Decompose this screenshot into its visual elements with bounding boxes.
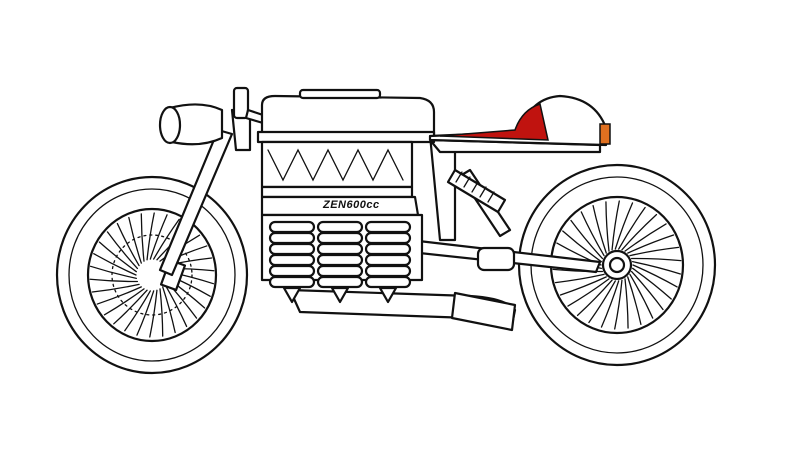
wheel-spoke bbox=[93, 253, 137, 276]
cylinder-fin bbox=[364, 253, 412, 267]
cylinder-fin bbox=[364, 231, 412, 245]
seat bbox=[428, 94, 611, 147]
wheel-spoke bbox=[630, 257, 682, 262]
wheel-spoke bbox=[630, 270, 664, 311]
wheel-spoke bbox=[554, 273, 605, 284]
wheel-spoke bbox=[89, 278, 139, 283]
wheel-spoke bbox=[103, 288, 145, 316]
wheel-spoke bbox=[140, 213, 145, 262]
cylinder-fin bbox=[316, 231, 364, 245]
front-wheel bbox=[55, 175, 249, 375]
wheel-spoke bbox=[627, 276, 642, 326]
wheel-spoke bbox=[559, 276, 607, 296]
wheel-spoke bbox=[159, 288, 164, 337]
wheel-spoke bbox=[116, 222, 140, 267]
wheel-spoke bbox=[98, 241, 137, 273]
cylinder-fin bbox=[268, 231, 316, 245]
rear-shock bbox=[446, 168, 507, 214]
wheel-spoke bbox=[611, 200, 620, 251]
wheel-spoke bbox=[627, 234, 675, 254]
wheel-spoke bbox=[592, 204, 607, 254]
wheel-spoke bbox=[618, 206, 646, 250]
wheel-spoke bbox=[624, 278, 629, 329]
cylinder-fin bbox=[316, 220, 364, 234]
cylinder-fin bbox=[316, 253, 364, 267]
wheel-spoke bbox=[91, 283, 140, 293]
cylinder-fin bbox=[268, 253, 316, 267]
wheel-spoke bbox=[567, 278, 610, 307]
wheel-spoke bbox=[624, 223, 667, 252]
exhaust-pipe bbox=[288, 288, 517, 332]
wheel-spoke bbox=[96, 286, 142, 305]
wheel-spoke bbox=[614, 202, 634, 250]
cylinder-fin bbox=[316, 275, 364, 289]
cylinder-fin bbox=[268, 242, 316, 256]
fuel-tank bbox=[256, 88, 436, 144]
cylinder-fin bbox=[268, 264, 316, 278]
wheel-spoke bbox=[149, 214, 168, 260]
wheel-spoke bbox=[632, 264, 678, 288]
rear-wheel bbox=[517, 163, 717, 367]
wheel-spoke bbox=[136, 290, 155, 336]
wheel-spoke bbox=[162, 286, 176, 334]
wheel-spoke bbox=[89, 265, 137, 279]
wheel-spoke bbox=[629, 273, 654, 319]
wheel-spoke bbox=[632, 261, 682, 275]
cylinder-fin bbox=[316, 264, 364, 278]
engine bbox=[260, 140, 424, 304]
cylinder-fin bbox=[364, 264, 412, 278]
cylinder-fin bbox=[316, 242, 364, 256]
cylinder-fin bbox=[268, 275, 316, 289]
cylinder-fin bbox=[364, 275, 412, 289]
wheel-spoke bbox=[570, 219, 604, 260]
cylinder-fin bbox=[364, 242, 412, 256]
engine-label: ZEN600cc bbox=[323, 199, 380, 211]
wheel-spoke bbox=[605, 201, 610, 252]
spark-plug bbox=[378, 286, 398, 304]
headlight bbox=[158, 103, 224, 146]
wheel-spoke bbox=[588, 280, 616, 324]
wheel-spoke bbox=[164, 283, 188, 328]
wheel-spoke bbox=[629, 246, 680, 257]
cylinder-fin bbox=[268, 220, 316, 234]
cylinder-fin bbox=[364, 220, 412, 234]
wheel-spoke bbox=[614, 279, 623, 330]
wheel-spoke bbox=[576, 279, 613, 317]
wheel-spoke bbox=[146, 212, 155, 261]
wheel-spoke bbox=[632, 267, 672, 300]
spark-plug bbox=[282, 286, 302, 304]
wheel-spoke bbox=[106, 231, 139, 270]
wheel-spoke bbox=[580, 211, 605, 257]
wheel-spoke bbox=[153, 218, 180, 260]
wheel-spoke bbox=[128, 216, 142, 264]
front-fork bbox=[158, 108, 252, 277]
wheel-spoke bbox=[562, 230, 602, 263]
wheel-spoke bbox=[124, 290, 151, 332]
wheel-spoke bbox=[621, 213, 658, 251]
wheel-spoke bbox=[113, 289, 148, 325]
spark-plug bbox=[330, 286, 350, 304]
wheel-spoke bbox=[149, 289, 158, 338]
wheel-spoke bbox=[600, 280, 620, 328]
